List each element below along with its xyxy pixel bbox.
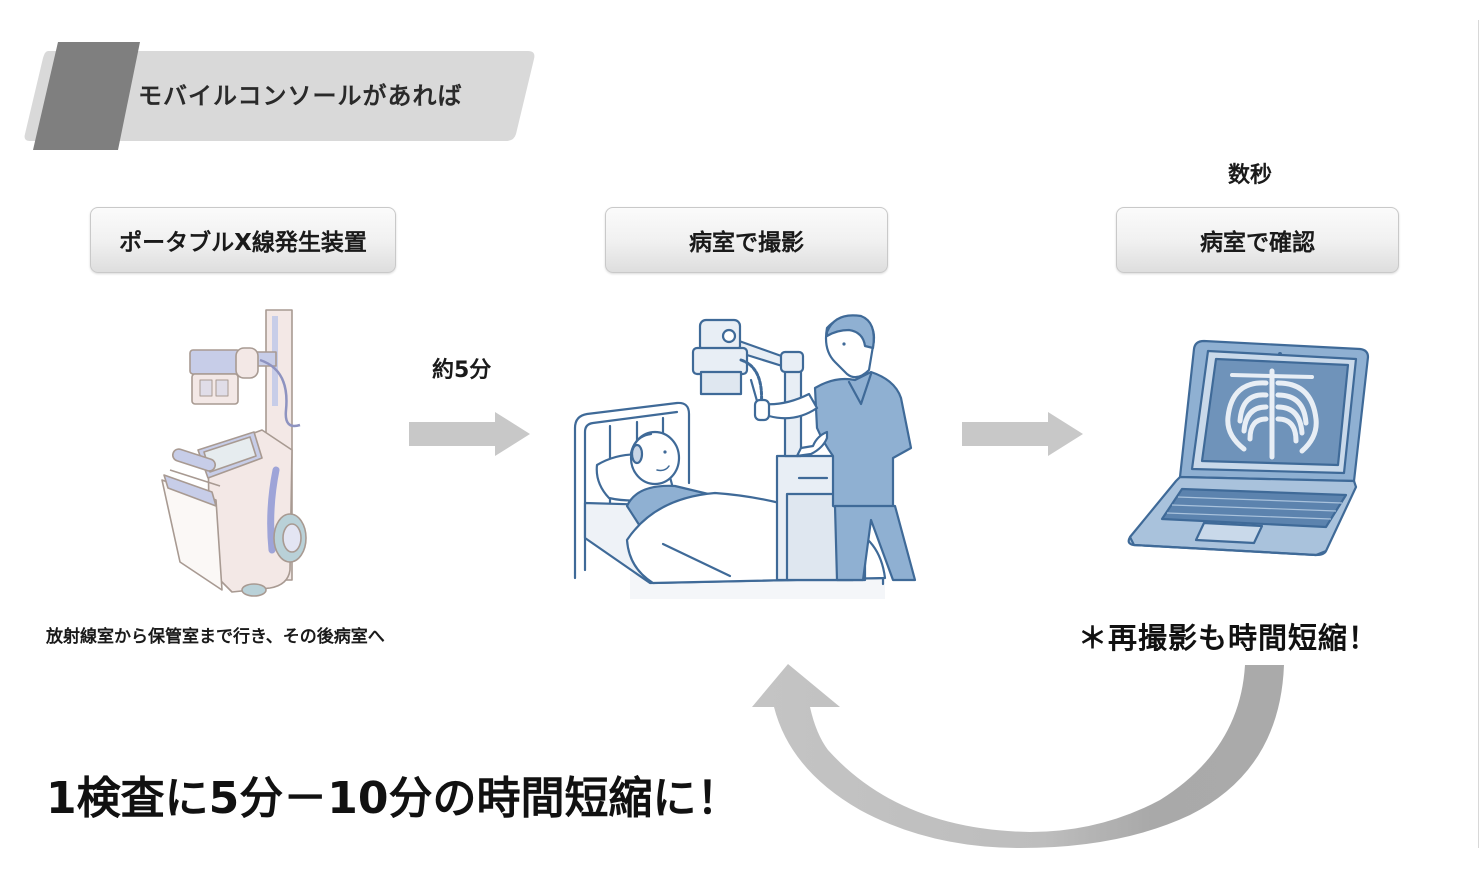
portable-xray-machine-icon bbox=[161, 309, 307, 597]
duration-label-seconds: 数秒 bbox=[1228, 163, 1273, 188]
route-note: 放射線室から保管室まで行き、その後病室へ bbox=[46, 627, 385, 647]
curved-return-arrow-icon bbox=[752, 664, 1284, 848]
arrow-right-icon bbox=[409, 412, 530, 456]
banner-background bbox=[24, 51, 535, 141]
headline-time-savings: 1検査に5分－10分の時間短縮に！ bbox=[46, 773, 741, 824]
header-banner bbox=[24, 42, 535, 150]
banner-accent bbox=[33, 42, 140, 150]
duration-label-5min: 約5分 bbox=[432, 358, 492, 383]
step-label-portable-xray: ポータブルX線発生装置 bbox=[90, 207, 396, 273]
bedside-xray-scene-icon bbox=[573, 314, 917, 599]
frame-border bbox=[1478, 20, 1479, 848]
retake-note: ＊再撮影も時間短縮！ bbox=[1078, 621, 1379, 655]
header-title: モバイルコンソールがあれば bbox=[138, 82, 463, 110]
step-label-confirm-in-ward: 病室で確認 bbox=[1116, 207, 1399, 273]
laptop-chest-xray-icon bbox=[1127, 339, 1370, 557]
step-label-capture-in-ward: 病室で撮影 bbox=[605, 207, 888, 273]
arrow-right-icon bbox=[962, 412, 1083, 456]
